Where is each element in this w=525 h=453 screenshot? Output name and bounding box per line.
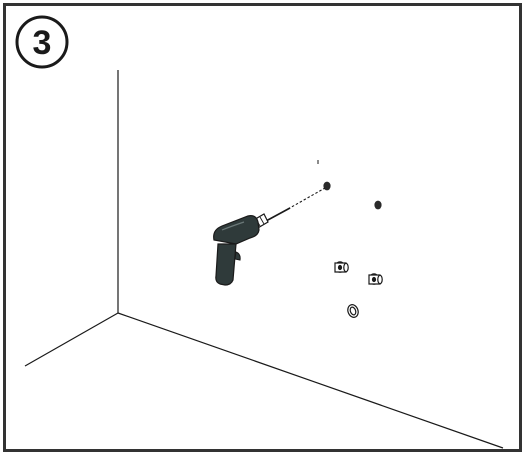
dashed-drill-guide bbox=[287, 187, 326, 210]
inserted-anchors bbox=[334, 261, 383, 318]
drilled-holes bbox=[323, 181, 382, 210]
drilled-hole-icon bbox=[323, 181, 331, 191]
room-corner bbox=[24, 70, 504, 449]
floor-right-edge bbox=[117, 312, 504, 449]
wall-anchor-loose-icon bbox=[347, 304, 359, 318]
wall-anchor-icon bbox=[368, 273, 383, 285]
floor-left-edge bbox=[24, 312, 119, 367]
drill-icon bbox=[213, 207, 291, 286]
panel-frame bbox=[3, 3, 522, 452]
step-number: 3 bbox=[33, 24, 52, 62]
step-badge-circle bbox=[15, 15, 69, 69]
wall-anchor-icon bbox=[334, 261, 349, 273]
step-badge: 3 bbox=[15, 15, 69, 69]
drilled-hole-icon bbox=[374, 200, 382, 210]
